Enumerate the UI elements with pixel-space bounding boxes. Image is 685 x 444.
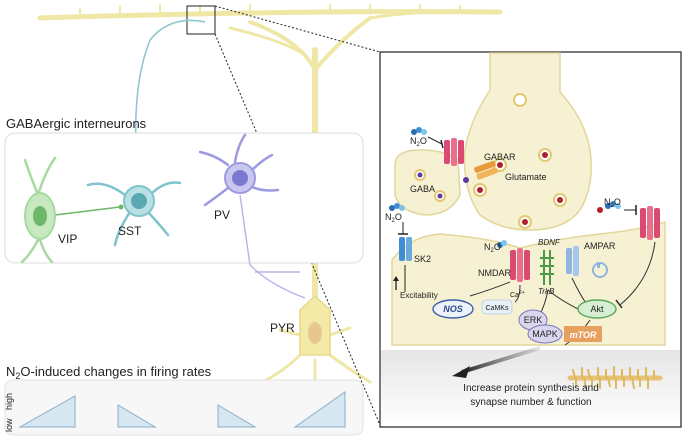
n2o-label-gaba: N2O	[410, 136, 427, 148]
erk-label: ERK	[524, 315, 543, 325]
camks-label: CaMKs	[486, 305, 509, 312]
pyr-label: PYR	[270, 321, 295, 335]
firing-rate-title: N2O-induced changes in firing rates	[6, 364, 212, 381]
gabar-label: GABAR	[484, 152, 516, 162]
vip-firing-ramp	[18, 395, 76, 428]
outcome-line-2: synapse number & function	[470, 397, 591, 408]
mapk-node	[527, 324, 563, 344]
excitability-label: Excitability	[400, 291, 438, 300]
nos-node	[432, 299, 474, 319]
axis-low-label: low	[4, 418, 14, 432]
trkb-label: TrkB	[538, 287, 555, 296]
bdnf-label: BDNF	[538, 238, 561, 247]
ca-label: Ca2+	[510, 290, 525, 299]
n2o-label-right: N2O	[604, 197, 621, 209]
glutamate-terminal	[463, 52, 592, 231]
ampar-icon	[566, 246, 579, 276]
pyr-firing-ramp	[293, 391, 346, 428]
mapk-label: MAPK	[532, 329, 558, 339]
n2o-molecule-icon	[389, 203, 405, 211]
sst-neuron	[86, 181, 182, 247]
gabaergic-interneurons-label: GABAergic interneurons	[6, 116, 147, 131]
nmdar-icon	[497, 240, 530, 282]
camks-node	[481, 299, 513, 315]
nos-label: NOS	[443, 304, 463, 314]
glutamate-label: Glutamate	[505, 172, 547, 182]
gabar-icon	[474, 160, 499, 180]
gaba-receptor-icon	[444, 138, 464, 166]
nmdar-label: NMDAR	[478, 268, 511, 278]
n2o-molecule-icon	[605, 201, 621, 209]
axis-high-label: high	[4, 393, 14, 410]
outcome-arrow	[461, 346, 541, 374]
ampar-label: AMPAR	[584, 241, 616, 251]
sst-firing-ramp	[117, 404, 157, 428]
trkb-receptor-icon	[540, 250, 554, 285]
sk2-channel-icon	[399, 237, 412, 261]
mtor-label: mTOR	[570, 330, 597, 340]
pyr-soma	[299, 294, 331, 356]
pv-firing-ramp	[217, 404, 257, 428]
akt-node	[577, 299, 617, 319]
akt-label: Akt	[590, 304, 604, 314]
mtor-node	[564, 326, 602, 342]
gaba-label: GABA	[410, 184, 435, 194]
zoom-guide-top	[214, 5, 381, 53]
outcome-line-1: Increase protein synthesis and	[463, 383, 599, 394]
ampar-vesicle-icon	[592, 262, 608, 278]
pv-label: PV	[214, 208, 230, 222]
gaba-terminal	[394, 149, 461, 216]
sst-label: SST	[118, 224, 142, 238]
dendrite-spines-icon	[567, 366, 663, 389]
vip-label: VIP	[58, 232, 77, 246]
pv-neuron	[198, 133, 306, 299]
n2o-label-sk2: N2O	[385, 212, 402, 224]
n2o-label-nmdar: N2O	[484, 242, 501, 254]
right-channel-icon	[640, 206, 660, 240]
interneuron-panel	[4, 132, 364, 264]
n2o-molecule-icon	[411, 127, 427, 135]
vip-neuron	[20, 156, 124, 264]
sk2-label: SK2	[414, 254, 431, 264]
firing-rate-panel	[4, 379, 364, 436]
